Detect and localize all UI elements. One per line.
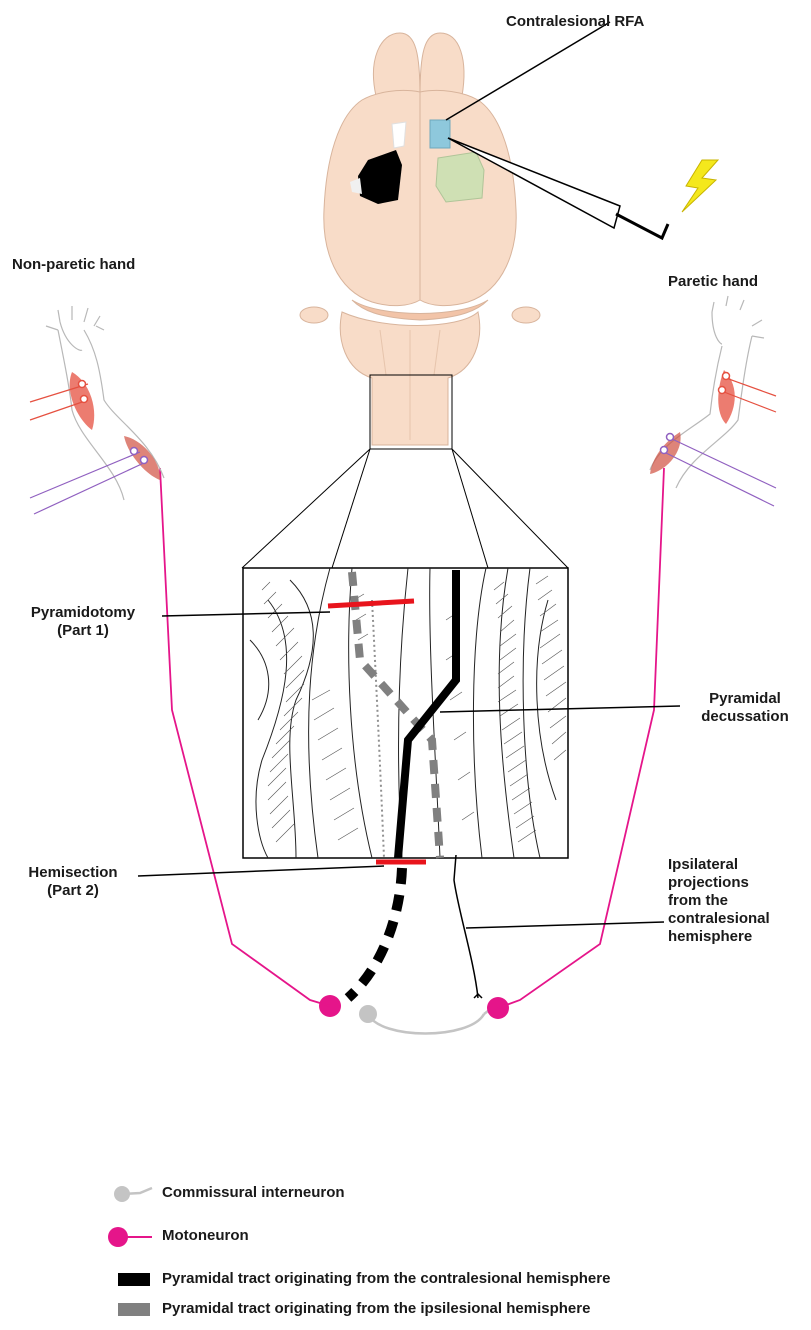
legend-label-motoneuron: Motoneuron (162, 1227, 249, 1244)
hemisection-leader-line (138, 866, 384, 876)
ipsilateral-leader-line (466, 922, 664, 928)
cfa-area (436, 152, 484, 202)
legend-label-contralesional-tract: Pyramidal tract originating from the con… (162, 1270, 610, 1287)
paretic-hand-label: Paretic hand (668, 273, 758, 291)
cerebellum (352, 300, 488, 320)
lightning-icon (682, 160, 718, 212)
pyramidal-decussation-label: Pyramidal decussation (680, 690, 810, 726)
ipsilesional-tract-symbol (118, 1303, 150, 1316)
hemisection-label: Hemisection (Part 2) (10, 864, 136, 900)
legend-label-commissural-interneuron: Commissural interneuron (162, 1184, 345, 1201)
contralesional-tract-spinal (348, 868, 402, 998)
contralesional-tract-symbol (118, 1273, 150, 1286)
commissural-interneuron (359, 1005, 377, 1023)
rfa-leader-line (446, 22, 610, 120)
legend-label-ipsilesional-tract: Pyramidal tract originating from the ips… (162, 1300, 590, 1317)
contralesional-rfa-label: Contralesional RFA (506, 13, 644, 31)
rfa-area (430, 120, 450, 148)
rat-brain (300, 33, 540, 445)
ipsilateral-projections-label: Ipsilateral projections from the contral… (668, 856, 770, 946)
pyramidotomy-label: Pyramidotomy (Part 1) (8, 604, 158, 640)
commissural-interneuron-axon (368, 1008, 492, 1034)
ipsilateral-projection (454, 855, 478, 998)
legend-symbols (108, 1186, 152, 1316)
non-paretic-hand-label: Non-paretic hand (12, 256, 135, 274)
